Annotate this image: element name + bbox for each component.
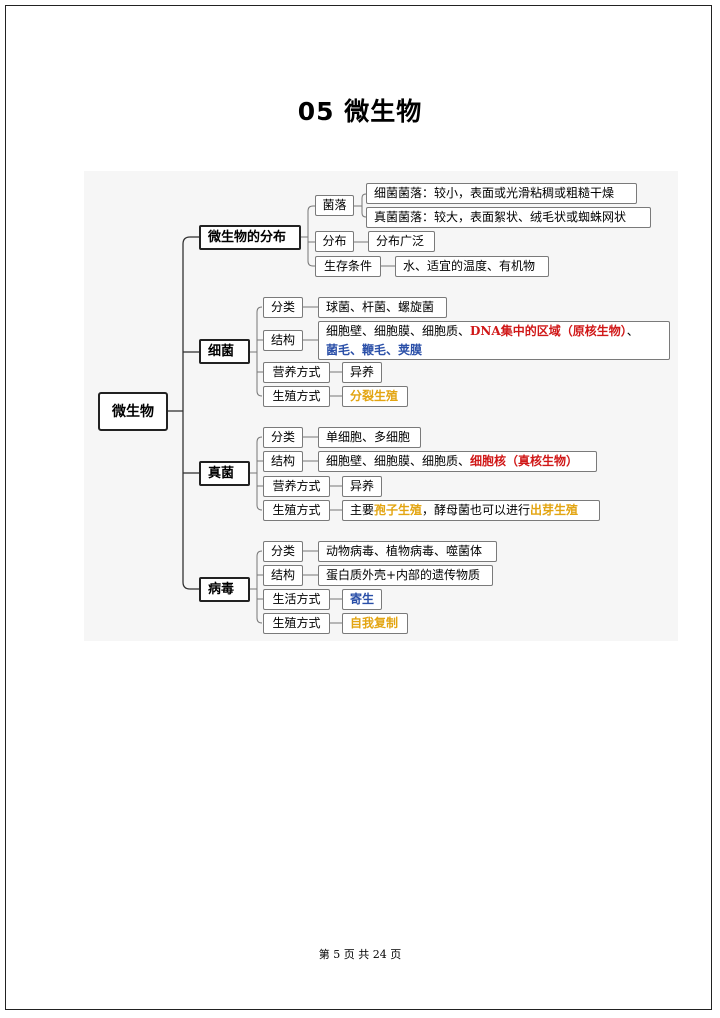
fungi-reproduction-part3: ，酵母菌也可以进行 bbox=[422, 503, 531, 517]
spread-value: 分布广泛 bbox=[368, 231, 435, 252]
virus-classification-label: 分类 bbox=[263, 541, 303, 562]
colony-bacteria-text: 细菌菌落：较小，表面或光滑粘稠或粗糙干燥 bbox=[366, 183, 637, 204]
colony-label: 菌落 bbox=[315, 195, 354, 216]
page-title: 05 微生物 bbox=[297, 97, 423, 126]
virus-reproduction-label: 生殖方式 bbox=[263, 613, 330, 634]
bacteria-structure-part1: 细胞壁、细胞膜、细胞质、 bbox=[326, 324, 471, 338]
page-footer: 第 5 页 共 24 页 bbox=[318, 948, 402, 961]
fungi-structure-label: 结构 bbox=[263, 451, 303, 472]
conditions-value: 水、适宜的温度、有机物 bbox=[395, 256, 549, 277]
branch-bacteria: 细菌 bbox=[199, 339, 250, 364]
bacteria-reproduction-value: 分裂生殖 bbox=[342, 386, 408, 407]
branch-fungi: 真菌 bbox=[199, 461, 250, 486]
branch-virus: 病毒 bbox=[199, 577, 250, 602]
page-border bbox=[5, 5, 712, 1010]
virus-lifestyle-value: 寄生 bbox=[342, 589, 382, 610]
fungi-classification-label: 分类 bbox=[263, 427, 303, 448]
bacteria-reproduction-label: 生殖方式 bbox=[263, 386, 330, 407]
virus-structure-label: 结构 bbox=[263, 565, 303, 586]
bacteria-classification-label: 分类 bbox=[263, 297, 303, 318]
bacteria-nutrition-label: 营养方式 bbox=[263, 362, 330, 383]
bacteria-structure-label: 结构 bbox=[263, 330, 303, 351]
virus-structure-value: 蛋白质外壳+内部的遗传物质 bbox=[318, 565, 493, 586]
bacteria-classification-value: 球菌、杆菌、螺旋菌 bbox=[318, 297, 447, 318]
fungi-structure-value: 细胞壁、细胞膜、细胞质、细胞核（真核生物） bbox=[318, 451, 597, 472]
bacteria-nutrition-value: 异养 bbox=[342, 362, 382, 383]
virus-classification-value: 动物病毒、植物病毒、噬菌体 bbox=[318, 541, 497, 562]
spread-label: 分布 bbox=[315, 231, 354, 252]
colony-fungi-text: 真菌菌落：较大，表面絮状、绒毛状或蜘蛛网状 bbox=[366, 207, 651, 228]
root-node: 微生物 bbox=[98, 392, 168, 431]
fungi-reproduction-value: 主要孢子生殖，酵母菌也可以进行出芽生殖 bbox=[342, 500, 600, 521]
fungi-classification-value: 单细胞、多细胞 bbox=[318, 427, 421, 448]
fungi-structure-nucleus: 细胞核（真核生物） bbox=[470, 454, 579, 468]
virus-reproduction-value: 自我复制 bbox=[342, 613, 408, 634]
fungi-reproduction-part1: 主要 bbox=[350, 503, 375, 517]
bacteria-structure-dna: DNA集中的区域（原核生物） bbox=[470, 324, 627, 338]
fungi-nutrition-label: 营养方式 bbox=[263, 476, 330, 497]
fungi-reproduction-spore: 孢子生殖 bbox=[374, 503, 423, 517]
fungi-reproduction-label: 生殖方式 bbox=[263, 500, 330, 521]
bacteria-structure-appendages: 菌毛、鞭毛、荚膜 bbox=[326, 343, 423, 357]
virus-lifestyle-label: 生活方式 bbox=[263, 589, 330, 610]
bacteria-structure-sep: 、 bbox=[626, 324, 639, 338]
conditions-label: 生存条件 bbox=[315, 256, 381, 277]
fungi-reproduction-budding: 出芽生殖 bbox=[530, 503, 579, 517]
branch-distribution: 微生物的分布 bbox=[199, 225, 301, 250]
bacteria-structure-value: 细胞壁、细胞膜、细胞质、DNA集中的区域（原核生物）、 菌毛、鞭毛、荚膜 bbox=[318, 321, 670, 360]
fungi-nutrition-value: 异养 bbox=[342, 476, 382, 497]
fungi-structure-part1: 细胞壁、细胞膜、细胞质、 bbox=[326, 454, 471, 468]
